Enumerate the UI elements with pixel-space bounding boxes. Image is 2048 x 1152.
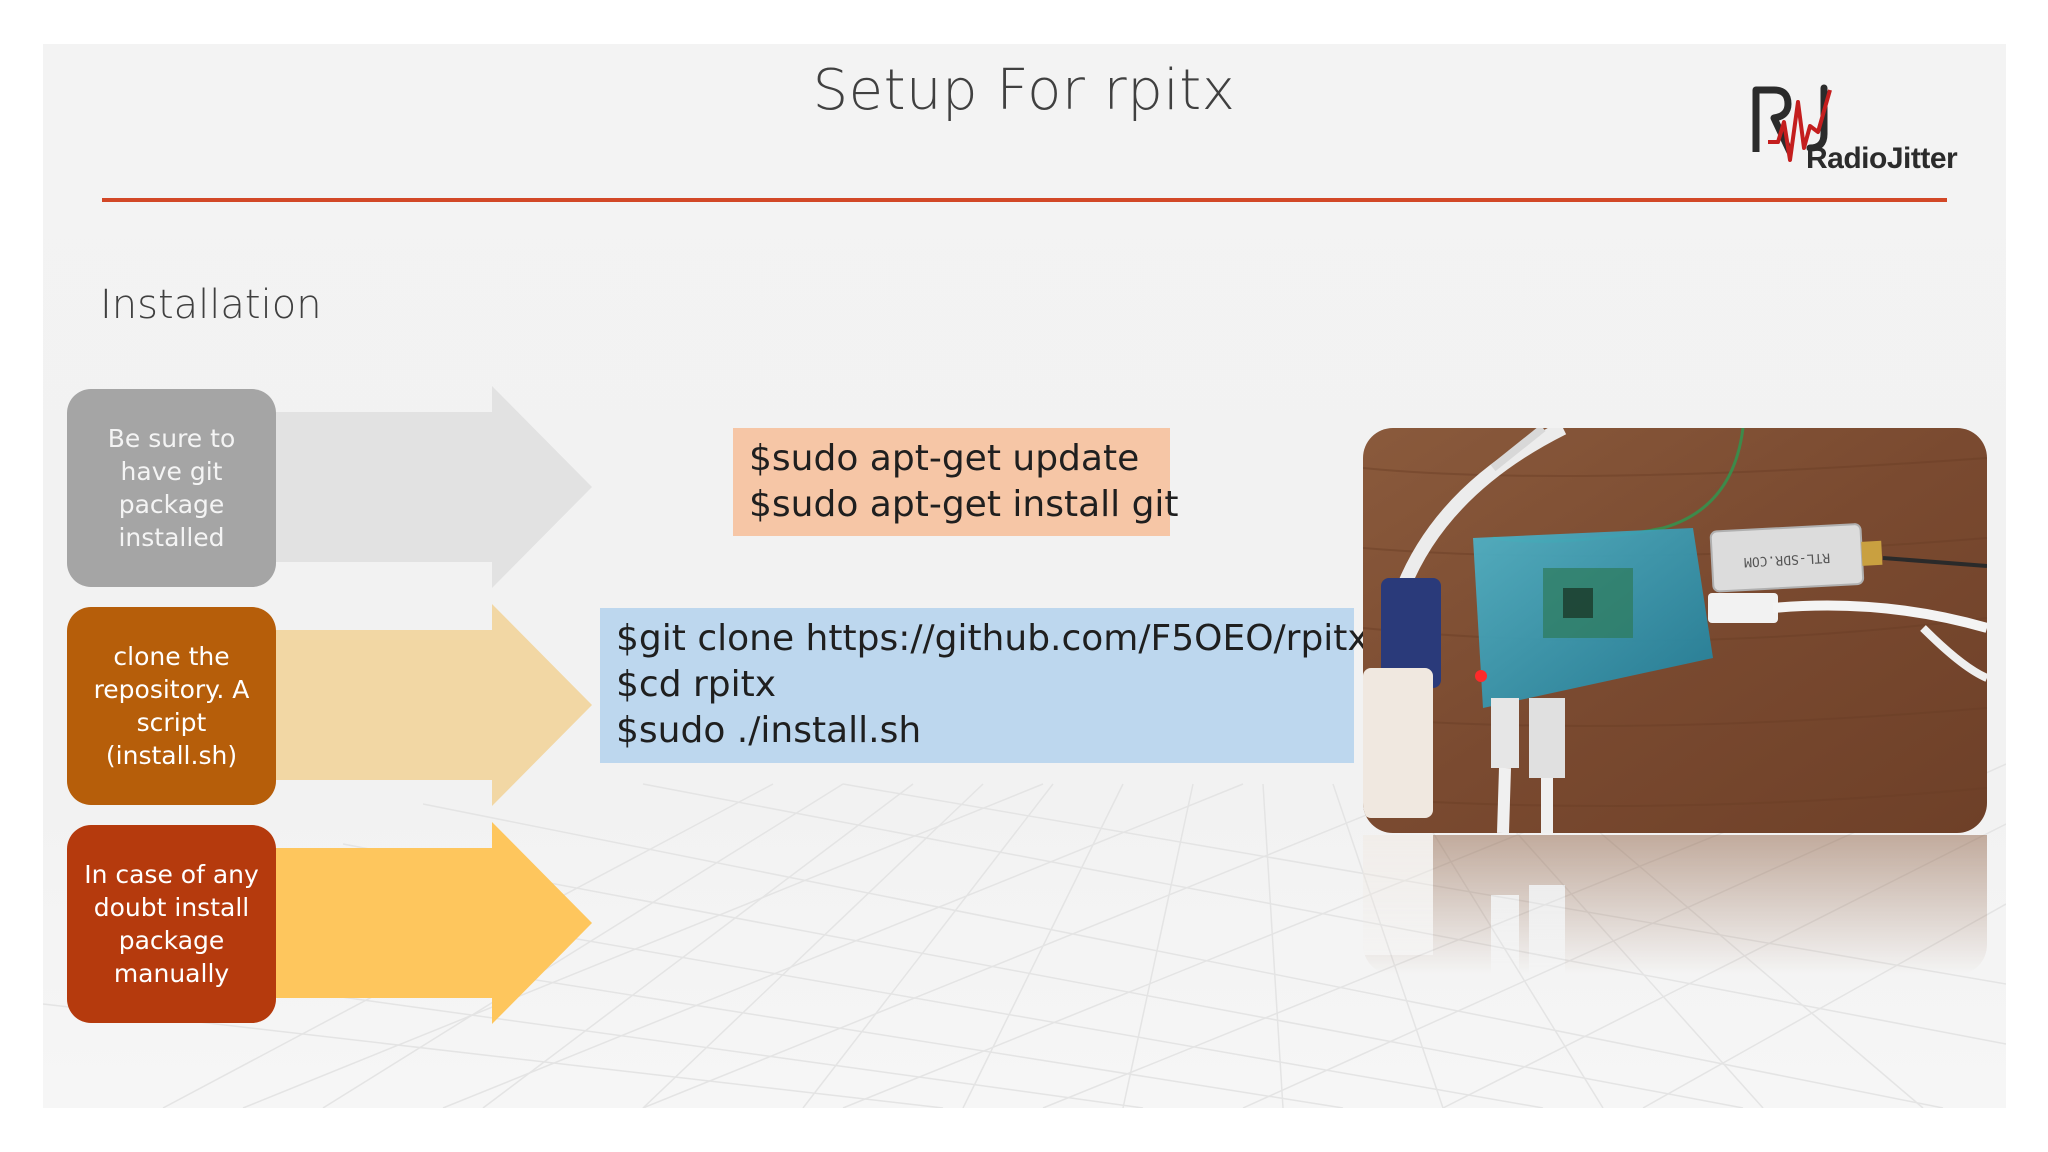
command-line: $sudo apt-get update bbox=[749, 438, 1140, 479]
step-label: clone the repository. A script (install.… bbox=[93, 642, 250, 770]
command-line: $git clone https://github.com/F5OEO/rpit… bbox=[616, 618, 1369, 659]
arrow-step-3 bbox=[270, 822, 592, 1024]
radiojitter-logo-icon bbox=[1752, 84, 1832, 162]
title-underline bbox=[102, 198, 1947, 202]
photo-reflection bbox=[1363, 835, 1987, 975]
dongle-label: RTL-SDR.COM bbox=[1743, 550, 1830, 569]
photo-illustration: RTL-SDR.COM bbox=[1363, 428, 1987, 833]
slide-title: Setup For rpitx bbox=[812, 58, 1236, 123]
section-heading: Installation bbox=[100, 282, 322, 328]
command-line: $cd rpitx bbox=[616, 664, 777, 705]
command-block-clone: $git clone https://github.com/F5OEO/rpit… bbox=[600, 608, 1369, 763]
step-box-3: In case of any doubt install package man… bbox=[67, 825, 276, 1023]
step-label: Be sure to have git package installed bbox=[107, 424, 236, 552]
command-line: $sudo apt-get install git bbox=[749, 484, 1179, 525]
logo-text: RadioJitter bbox=[1806, 142, 1958, 175]
step-box-2: clone the repository. A script (install.… bbox=[67, 607, 276, 805]
raspberry-pi-photo: RTL-SDR.COM bbox=[1363, 428, 1987, 833]
step-label: In case of any doubt install package man… bbox=[84, 860, 259, 988]
command-line: $sudo ./install.sh bbox=[616, 710, 922, 751]
step-box-1: Be sure to have git package installed bbox=[67, 389, 276, 587]
arrow-step-1 bbox=[270, 386, 592, 588]
command-block-git-install: $sudo apt-get update $sudo apt-get insta… bbox=[733, 428, 1179, 536]
arrow-step-2 bbox=[270, 604, 592, 806]
